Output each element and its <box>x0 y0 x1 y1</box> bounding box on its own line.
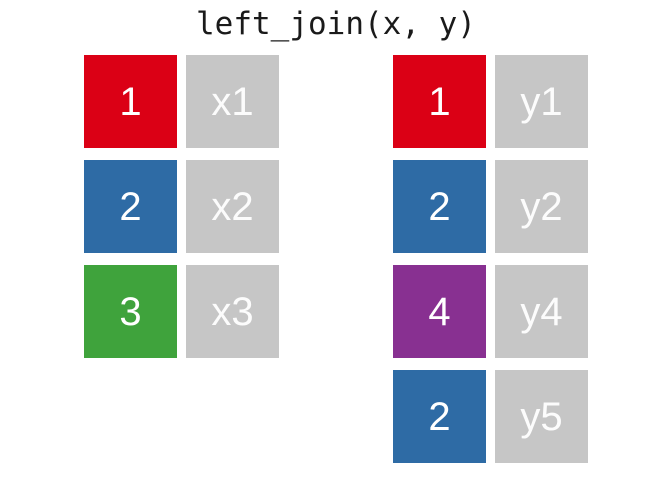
key-cell: 3 <box>84 265 177 358</box>
table-y: 1 y1 2 y2 4 y4 2 y5 <box>393 55 588 463</box>
table-row: 2 x2 <box>84 160 279 253</box>
value-cell: y4 <box>495 265 588 358</box>
table-row: 1 x1 <box>84 55 279 148</box>
key-cell: 2 <box>84 160 177 253</box>
value-cell: x3 <box>186 265 279 358</box>
value-cell: y5 <box>495 370 588 463</box>
key-cell: 2 <box>393 370 486 463</box>
page-title: left_join(x, y) <box>196 6 476 42</box>
table-row: 4 y4 <box>393 265 588 358</box>
value-cell: x2 <box>186 160 279 253</box>
value-cell: y1 <box>495 55 588 148</box>
value-cell: y2 <box>495 160 588 253</box>
table-x: 1 x1 2 x2 3 x3 <box>84 55 279 358</box>
table-row: 2 y2 <box>393 160 588 253</box>
key-cell: 2 <box>393 160 486 253</box>
table-row: 3 x3 <box>84 265 279 358</box>
table-row: 1 y1 <box>393 55 588 148</box>
key-cell: 1 <box>393 55 486 148</box>
key-cell: 4 <box>393 265 486 358</box>
table-row: 2 y5 <box>393 370 588 463</box>
value-cell: x1 <box>186 55 279 148</box>
key-cell: 1 <box>84 55 177 148</box>
